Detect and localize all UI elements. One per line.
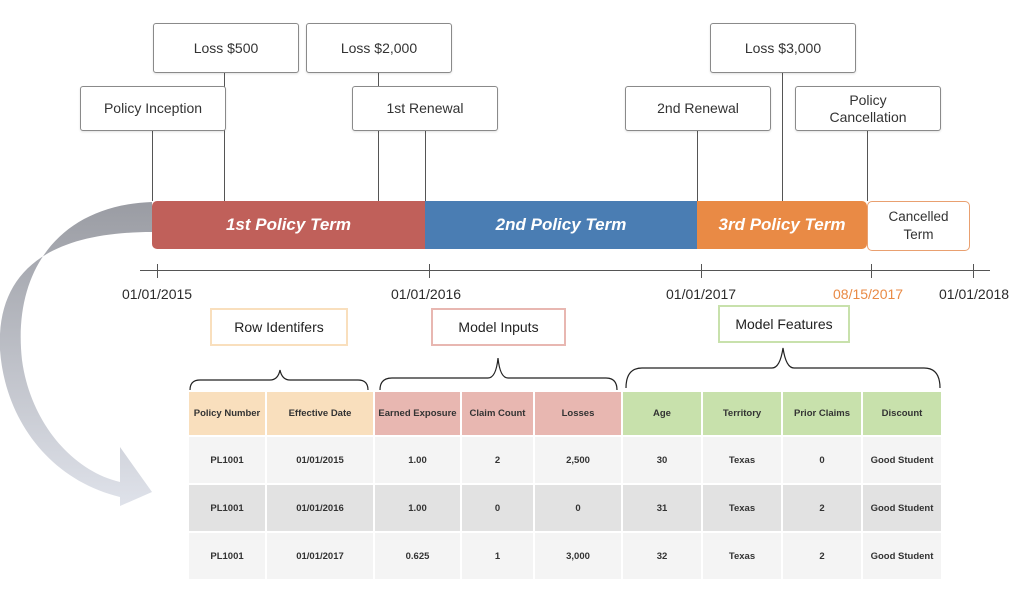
- cell-territory: Texas: [703, 435, 781, 483]
- tick-2016: [429, 264, 430, 278]
- cancelled-term-box: Cancelled Term: [867, 201, 970, 251]
- table-row: PL1001 01/01/2015 1.00 2 2,500 30 Texas …: [189, 435, 941, 483]
- date-cancellation: 08/15/2017: [833, 286, 904, 302]
- third-policy-term-bar: 3rd Policy Term: [697, 201, 867, 249]
- cell-claim-count: 0: [462, 483, 533, 531]
- cell-policy-number: PL1001: [189, 531, 265, 579]
- connector-policy-cancellation: [867, 130, 868, 201]
- connector-second-renewal: [697, 130, 698, 201]
- first-policy-term-bar: 1st Policy Term: [152, 201, 425, 249]
- cell-losses: 2,500: [535, 435, 621, 483]
- cell-prior-claims: 2: [783, 483, 861, 531]
- cell-policy-number: PL1001: [189, 483, 265, 531]
- row-identifiers-label: Row Identifers: [210, 308, 348, 346]
- connector-first-renewal: [425, 130, 426, 201]
- cell-earned-exposure: 0.625: [375, 531, 460, 579]
- connector-loss-500: [224, 72, 225, 201]
- event-policy-inception: Policy Inception: [80, 86, 226, 131]
- tick-2017: [701, 264, 702, 278]
- tick-cancel: [871, 264, 872, 278]
- header-earned-exposure: Earned Exposure: [375, 392, 460, 435]
- tick-2018: [973, 264, 974, 278]
- event-policy-cancellation: Policy Cancellation: [795, 86, 941, 131]
- policy-data-table: Policy Number Effective Date Earned Expo…: [187, 392, 943, 579]
- cell-effective-date: 01/01/2016: [267, 483, 373, 531]
- cell-territory: Texas: [703, 531, 781, 579]
- cell-claim-count: 1: [462, 531, 533, 579]
- timeline-axis: [140, 270, 990, 271]
- cell-effective-date: 01/01/2017: [267, 531, 373, 579]
- cell-discount: Good Student: [863, 435, 941, 483]
- cell-discount: Good Student: [863, 531, 941, 579]
- cell-prior-claims: 0: [783, 435, 861, 483]
- cell-effective-date: 01/01/2015: [267, 435, 373, 483]
- table-row: PL1001 01/01/2016 1.00 0 0 31 Texas 2 Go…: [189, 483, 941, 531]
- header-claim-count: Claim Count: [462, 392, 533, 435]
- date-2016: 01/01/2016: [391, 286, 462, 302]
- header-territory: Territory: [703, 392, 781, 435]
- date-2017: 01/01/2017: [666, 286, 737, 302]
- cell-discount: Good Student: [863, 483, 941, 531]
- header-age: Age: [623, 392, 701, 435]
- cell-territory: Texas: [703, 483, 781, 531]
- header-prior-claims: Prior Claims: [783, 392, 861, 435]
- header-discount: Discount: [863, 392, 941, 435]
- event-second-renewal: 2nd Renewal: [625, 86, 771, 131]
- connector-loss-3000: [782, 72, 783, 201]
- cell-losses: 0: [535, 483, 621, 531]
- second-policy-term-bar: 2nd Policy Term: [425, 201, 697, 249]
- cell-earned-exposure: 1.00: [375, 483, 460, 531]
- connector-loss-2000: [378, 72, 379, 201]
- cell-claim-count: 2: [462, 435, 533, 483]
- table-header-row: Policy Number Effective Date Earned Expo…: [189, 392, 941, 435]
- cell-losses: 3,000: [535, 531, 621, 579]
- connector-policy-inception: [152, 130, 153, 201]
- date-2015: 01/01/2015: [122, 286, 193, 302]
- cell-age: 30: [623, 435, 701, 483]
- header-losses: Losses: [535, 392, 621, 435]
- table-row: PL1001 01/01/2017 0.625 1 3,000 32 Texas…: [189, 531, 941, 579]
- event-loss-500: Loss $500: [153, 23, 299, 73]
- cell-prior-claims: 2: [783, 531, 861, 579]
- cell-age: 32: [623, 531, 701, 579]
- cell-policy-number: PL1001: [189, 435, 265, 483]
- model-inputs-label: Model Inputs: [431, 308, 566, 346]
- event-loss-3000: Loss $3,000: [710, 23, 856, 73]
- model-features-label: Model Features: [718, 305, 850, 343]
- header-effective-date: Effective Date: [267, 392, 373, 435]
- date-2018: 01/01/2018: [939, 286, 1010, 302]
- event-loss-2000: Loss $2,000: [306, 23, 452, 73]
- curved-arrow-icon: [0, 202, 152, 506]
- event-first-renewal: 1st Renewal: [352, 86, 498, 131]
- tick-2015: [157, 264, 158, 278]
- cell-earned-exposure: 1.00: [375, 435, 460, 483]
- cell-age: 31: [623, 483, 701, 531]
- header-policy-number: Policy Number: [189, 392, 265, 435]
